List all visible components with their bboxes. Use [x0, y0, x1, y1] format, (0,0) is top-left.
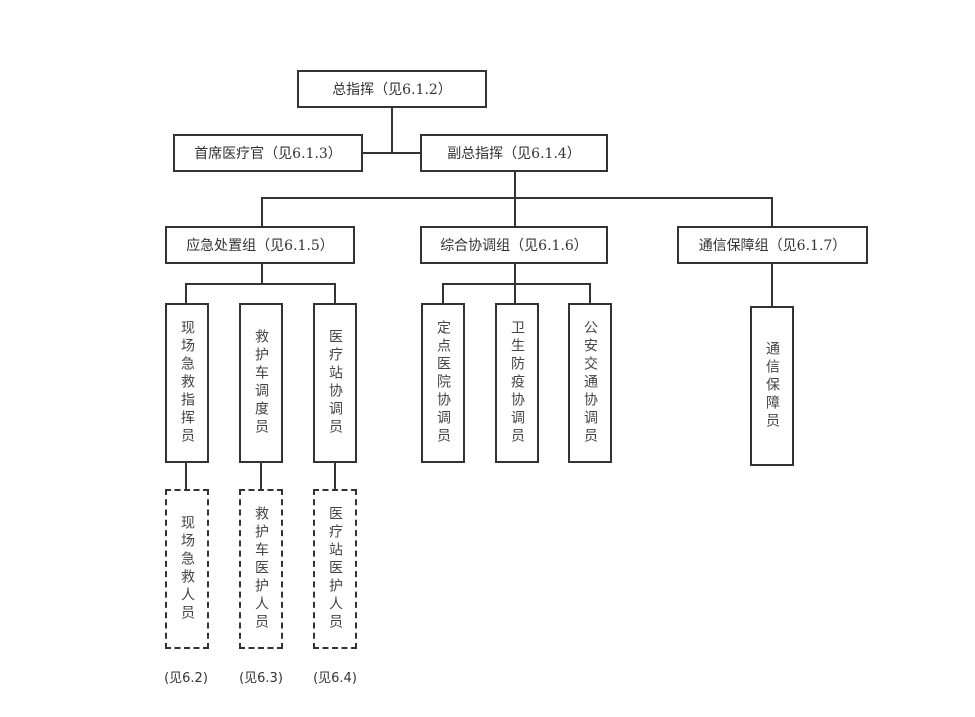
- member-box: 救护车调度员: [239, 303, 283, 463]
- connector: [771, 197, 773, 226]
- member-box: 通信保障员: [750, 306, 794, 466]
- commander-box: 总指挥（见6.1.2）: [297, 70, 487, 108]
- member-label: 现场急救指挥员: [179, 320, 195, 446]
- personnel-box: 医疗站医护人员: [313, 489, 357, 649]
- connector: [442, 283, 591, 285]
- connector: [334, 462, 336, 489]
- connector: [261, 197, 773, 199]
- member-label: 卫生防疫协调员: [509, 320, 525, 446]
- personnel-label: 医疗站医护人员: [327, 506, 343, 632]
- connector: [185, 283, 336, 285]
- member-label: 救护车调度员: [253, 329, 269, 437]
- connector: [260, 462, 262, 489]
- member-label: 公安交通协调员: [582, 320, 598, 446]
- connector: [514, 172, 516, 199]
- connector: [391, 108, 393, 154]
- connector: [185, 462, 187, 489]
- emergency-group-box: 应急处置组（见6.1.5）: [165, 226, 355, 264]
- connector: [261, 264, 263, 285]
- member-box: 现场急救指挥员: [165, 303, 209, 463]
- member-label: 定点医院协调员: [435, 320, 451, 446]
- coordination-group-box: 综合协调组（见6.1.6）: [420, 226, 608, 264]
- connector: [514, 197, 516, 226]
- member-label: 通信保障员: [764, 341, 780, 431]
- member-label: 医疗站协调员: [327, 329, 343, 437]
- member-box: 卫生防疫协调员: [495, 303, 539, 463]
- chief-medical-officer-box: 首席医疗官（见6.1.3）: [173, 134, 363, 172]
- connector: [261, 197, 263, 226]
- connector: [589, 283, 591, 303]
- member-box: 公安交通协调员: [568, 303, 612, 463]
- personnel-label: 救护车医护人员: [253, 506, 269, 632]
- personnel-ref: (见6.3): [239, 671, 283, 686]
- connector: [334, 283, 336, 303]
- member-box: 定点医院协调员: [421, 303, 465, 463]
- connector: [442, 283, 444, 303]
- deputy-commander-box: 副总指挥（见6.1.4）: [420, 134, 608, 172]
- personnel-ref: (见6.4): [313, 671, 357, 686]
- connector: [363, 152, 420, 154]
- personnel-box: 救护车医护人员: [239, 489, 283, 649]
- personnel-box: 现场急救人员: [165, 489, 209, 649]
- connector: [185, 283, 187, 303]
- personnel-ref: (见6.2): [164, 671, 208, 686]
- member-box: 医疗站协调员: [313, 303, 357, 463]
- personnel-label: 现场急救人员: [179, 515, 195, 623]
- communication-group-box: 通信保障组（见6.1.7）: [677, 226, 868, 264]
- connector: [771, 264, 773, 306]
